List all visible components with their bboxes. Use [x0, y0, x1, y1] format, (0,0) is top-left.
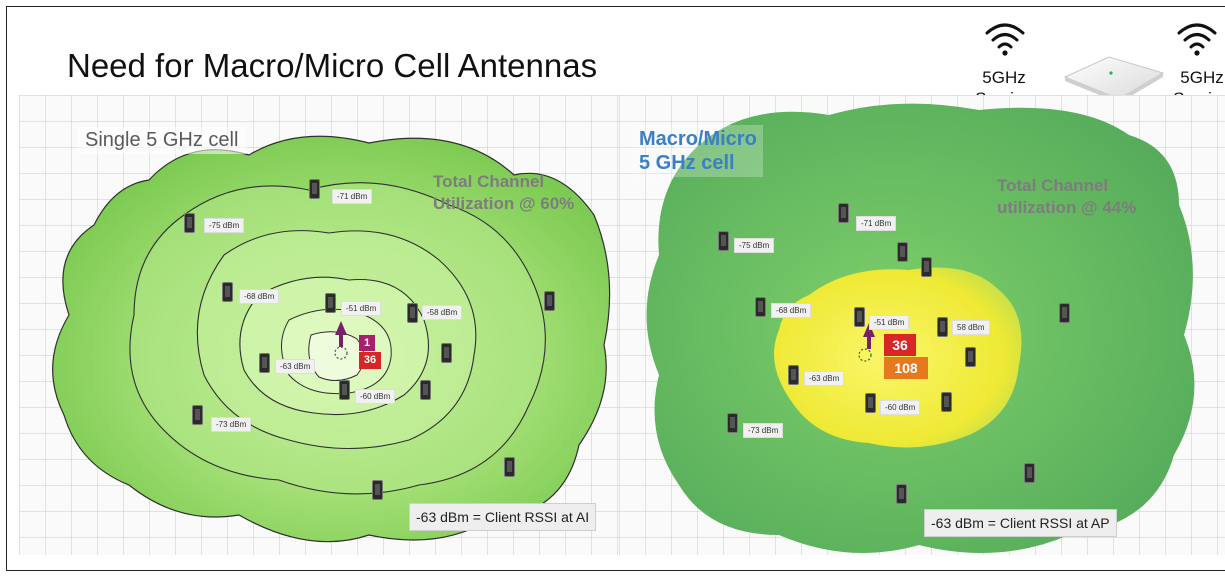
channel-badge-36: 36 [359, 352, 381, 369]
rssi-label: -51 dBm [341, 301, 382, 316]
client-device-icon [420, 380, 431, 400]
rssi-label: -60 dBm [880, 400, 921, 415]
rssi-label: -63 dBm [804, 371, 845, 386]
client-device-icon [325, 293, 336, 313]
client-device-icon [259, 353, 270, 373]
client-device-icon [441, 343, 452, 363]
client-device-icon [896, 484, 907, 504]
rssi-label: -63 dBm [275, 359, 316, 374]
channel-badge-1: 1 [359, 335, 375, 351]
client-device-icon [192, 405, 203, 425]
client-device-icon [937, 317, 948, 337]
client-device-icon [544, 291, 555, 311]
rssi-label: -51 dBm [869, 315, 910, 330]
client-device-icon [504, 457, 515, 477]
client-device-icon [727, 413, 738, 433]
client-device-icon [718, 231, 729, 251]
client-device-icon [788, 365, 799, 385]
channel-badge-108: 108 [884, 357, 928, 379]
client-device-icon [407, 303, 418, 323]
client-device-icon [184, 213, 195, 233]
rssi-label: -68 dBm [771, 303, 812, 318]
client-device-icon [897, 242, 908, 262]
client-device-icon [921, 257, 932, 277]
rssi-label: -68 dBm [239, 289, 280, 304]
client-device-icon [865, 393, 876, 413]
wifi-icon [985, 23, 1025, 56]
single-cell-coverage-map [19, 95, 619, 555]
client-device-icon [755, 297, 766, 317]
rssi-label: -73 dBm [743, 423, 784, 438]
client-device-icon [941, 392, 952, 412]
wifi-icon [1177, 23, 1217, 56]
rssi-label: -75 dBm [734, 238, 775, 253]
rssi-label: -75 dBm [204, 218, 245, 233]
channel-badge-36: 36 [884, 334, 916, 356]
client-device-icon [309, 179, 320, 199]
rssi-label: -71 dBm [856, 216, 897, 231]
slide-title: Need for Macro/Micro Cell Antennas [67, 47, 598, 84]
client-device-icon [854, 307, 865, 327]
rssi-label: -60 dBm [355, 389, 396, 404]
client-device-icon [1059, 303, 1070, 323]
client-device-icon [1024, 463, 1035, 483]
rssi-label: -71 dBm [332, 189, 373, 204]
client-device-icon [222, 282, 233, 302]
rssi-legend-left: -63 dBm = Client RSSI at AI [409, 503, 597, 531]
slide: Need for Macro/Micro Cell Antennas 5GHzS… [6, 6, 1225, 571]
rssi-label: 58 dBm [952, 320, 990, 335]
rssi-label: -73 dBm [211, 417, 252, 432]
client-device-icon [339, 380, 350, 400]
client-device-icon [372, 480, 383, 500]
client-device-icon [965, 347, 976, 367]
single-cell-label: Single 5 GHz cell [77, 127, 247, 154]
rssi-legend-right: -63 dBm = Client RSSI at AP [924, 509, 1117, 537]
macro-micro-coverage-map [619, 95, 1225, 555]
client-device-icon [838, 203, 849, 223]
rssi-label: -58 dBm [422, 305, 463, 320]
